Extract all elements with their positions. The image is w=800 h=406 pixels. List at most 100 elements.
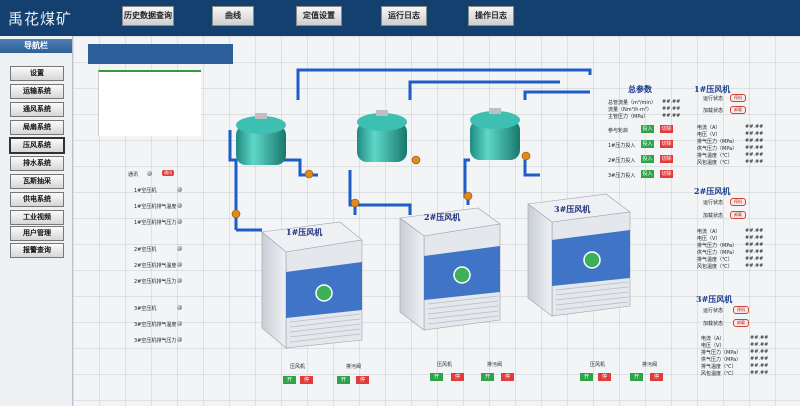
machine-1-title: 1#压风机 <box>694 84 731 94</box>
compressor-1-start-button[interactable]: 开 <box>283 376 296 384</box>
run-state-badge: 停机 <box>730 94 746 102</box>
machine-param-label: 排气温度（℃） <box>697 257 733 263</box>
run-state-label: 运行状态 <box>703 200 724 206</box>
machine-param-value: ##.## <box>745 263 764 269</box>
compressor-3-stop-button[interactable]: 停 <box>598 373 611 381</box>
machine-param-value: ##.## <box>745 159 764 165</box>
run-state-label: 运行状态 <box>703 308 724 314</box>
machine-param-value: ##.## <box>745 138 764 144</box>
machine-2-title: 2#压风机 <box>694 186 731 196</box>
status-row-label: 3#空压机 <box>134 306 157 312</box>
machine-3-title: 3#压风机 <box>696 294 733 304</box>
machine-param-value: ##.## <box>750 363 769 369</box>
machine-param-label: 供气压力（MPa） <box>701 357 742 363</box>
run-state-badge: 停机 <box>730 198 746 206</box>
status-indicator <box>177 321 182 326</box>
valve-2-close-button[interactable]: 停 <box>501 373 514 381</box>
drain-valve-label: 排污阀 <box>346 364 362 370</box>
machine-param-value: ##.## <box>750 349 769 355</box>
sidebar-item-alarm-query[interactable]: 报警查询 <box>10 243 64 258</box>
status-indicator <box>177 246 182 251</box>
sidebar-item-local-fan[interactable]: 局扇系统 <box>10 120 64 135</box>
sidebar-item-video[interactable]: 工业视频 <box>10 210 64 225</box>
compressor-2-label: 2#压风机 <box>424 212 461 222</box>
compressor-control-label: 压风机 <box>590 362 606 368</box>
compressor-3-start-button[interactable]: 开 <box>580 373 593 381</box>
disable-button[interactable]: 切除 <box>660 170 673 178</box>
sidebar-title: 导航栏 <box>0 39 72 53</box>
status-row-label: 1#空压机排气温度 <box>134 204 177 210</box>
machine-param-value: ##.## <box>745 242 764 248</box>
compressor-1-label: 1#压风机 <box>286 227 323 237</box>
run-log-button[interactable]: 运行日志 <box>381 6 427 26</box>
app-title: 禹花煤矿 <box>8 10 73 28</box>
param-label: 流量（Nm³/h·m³） <box>608 107 652 113</box>
load-state-label: 加载状态 <box>703 213 724 219</box>
valve-3-close-button[interactable]: 停 <box>650 373 663 381</box>
operation-log-button[interactable]: 操作日志 <box>468 6 514 26</box>
sidebar-item-ventilation[interactable]: 通风系统 <box>10 102 64 117</box>
enable-button[interactable]: 投入 <box>641 125 654 133</box>
status-row-label: 2#空压机排气温度 <box>134 263 177 269</box>
sidebar-item-air-compressor[interactable]: 压风系统 <box>9 137 65 154</box>
disable-button[interactable]: 切除 <box>660 155 673 163</box>
machine-param-value: ##.## <box>745 235 764 241</box>
load-state-badge: 卸载 <box>733 319 749 327</box>
valve-1-open-button[interactable]: 开 <box>337 376 350 384</box>
drain-valve-label: 排污阀 <box>642 362 658 368</box>
enable-button[interactable]: 投入 <box>641 170 654 178</box>
machine-param-label: 排气温度（℃） <box>701 364 737 370</box>
param-label: 主管压力（MPa） <box>608 114 649 120</box>
sidebar-item-gas-drainage[interactable]: 瓦斯抽采 <box>10 174 64 189</box>
compressor-2-start-button[interactable]: 开 <box>430 373 443 381</box>
enable-button[interactable]: 投入 <box>641 140 654 148</box>
machine-param-value: ##.## <box>745 152 764 158</box>
disable-button[interactable]: 切除 <box>660 125 673 133</box>
compressor-1-stop-button[interactable]: 停 <box>300 376 313 384</box>
curve-button[interactable]: 曲线 <box>212 6 254 26</box>
machine-param-value: ##.## <box>745 228 764 234</box>
enable-button[interactable]: 投入 <box>641 155 654 163</box>
valve-1-close-button[interactable]: 停 <box>356 376 369 384</box>
machine-param-label: 电压（V） <box>697 236 721 242</box>
valve-2-open-button[interactable]: 开 <box>481 373 494 381</box>
machine-param-value: ##.## <box>750 342 769 348</box>
compressor-3-label: 3#压风机 <box>554 204 591 214</box>
machine-param-value: ##.## <box>745 145 764 151</box>
history-query-button[interactable]: 历史数据查询 <box>122 6 174 26</box>
status-indicator <box>177 219 182 224</box>
comm-label: 通讯 <box>128 172 139 178</box>
status-indicator <box>177 187 182 192</box>
param-value: ##.## <box>662 106 681 112</box>
compressor-control-label: 压风机 <box>437 362 453 368</box>
machine-param-label: 电压（V） <box>697 132 721 138</box>
control-row-label: 3#压力投入 <box>608 173 636 179</box>
total-params-title: 总参数 <box>628 84 652 94</box>
run-state-badge: 停机 <box>733 306 749 314</box>
machine-param-label: 风包温度（℃） <box>697 160 733 166</box>
compressor-2-stop-button[interactable]: 停 <box>451 373 464 381</box>
setpoint-button[interactable]: 定值设置 <box>296 6 342 26</box>
sidebar-item-transport[interactable]: 运输系统 <box>10 84 64 99</box>
sidebar-item-power[interactable]: 供电系统 <box>10 192 64 207</box>
machine-param-label: 电压（V） <box>701 343 725 349</box>
load-state-label: 加载状态 <box>703 108 724 114</box>
machine-param-label: 供气压力（MPa） <box>697 146 738 152</box>
disable-button[interactable]: 切除 <box>660 140 673 148</box>
top-bar: 禹花煤矿 历史数据查询 曲线 定值设置 运行日志 操作日志 <box>0 0 800 36</box>
sidebar-item-users[interactable]: 用户管理 <box>10 226 64 241</box>
param-value: ##.## <box>662 99 681 105</box>
machine-param-value: ##.## <box>745 131 764 137</box>
status-row-label: 2#空压机排气压力 <box>134 279 177 285</box>
comm-indicator <box>147 171 152 176</box>
sidebar-item-drainage[interactable]: 排水系统 <box>10 156 64 171</box>
machine-param-label: 风包温度（℃） <box>701 371 737 377</box>
sidebar-item-settings[interactable]: 设置 <box>10 66 64 81</box>
load-state-label: 加载状态 <box>703 321 724 327</box>
machine-param-label: 排气压力（MPa） <box>697 243 738 249</box>
machine-param-label: 排气压力（MPa） <box>701 350 742 356</box>
load-state-badge: 卸载 <box>730 211 746 219</box>
param-value: ##.## <box>662 113 681 119</box>
machine-param-label: 排气压力（MPa） <box>697 139 738 145</box>
valve-3-open-button[interactable]: 开 <box>630 373 643 381</box>
